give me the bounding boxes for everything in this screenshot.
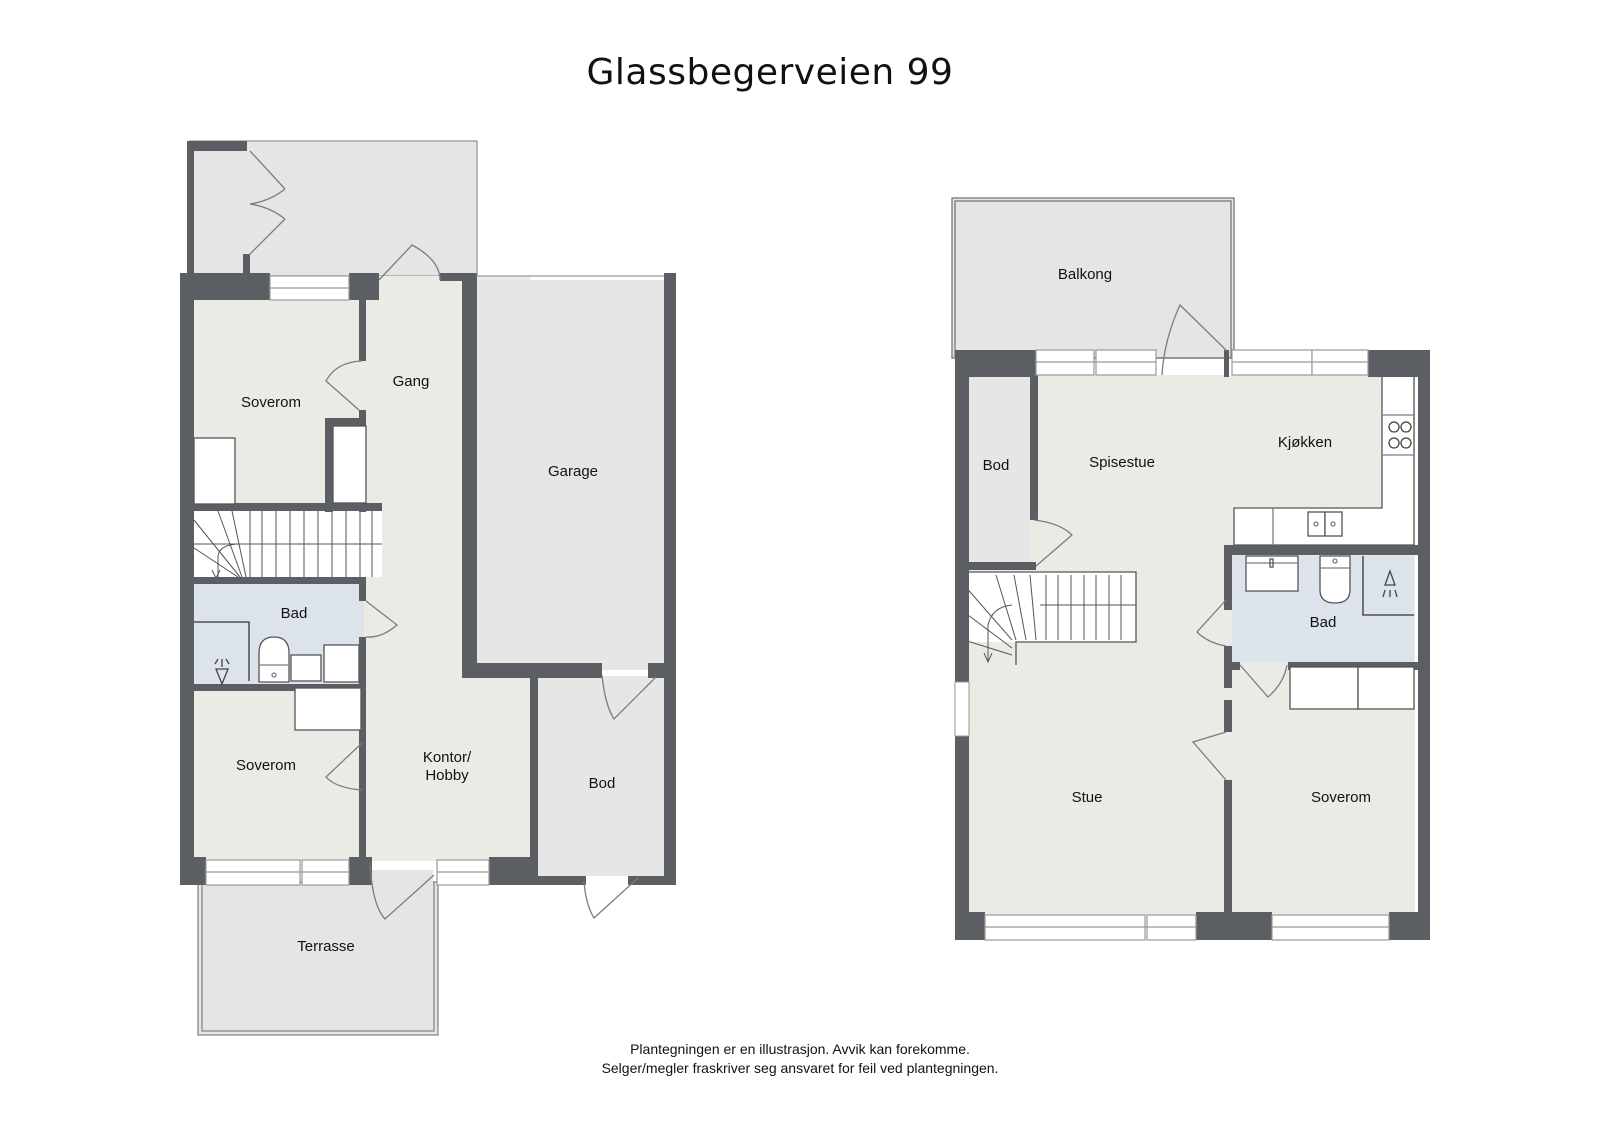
label-terrasse: Terrasse: [297, 938, 355, 955]
room-bod-upper: [964, 375, 1030, 567]
label-gang: Gang: [393, 373, 430, 390]
label-bad-lower: Bad: [281, 605, 308, 622]
upper-floor: [951, 197, 1430, 941]
label-kontor-line1: Kontor/: [423, 749, 472, 766]
room-balkong: [952, 198, 1234, 358]
label-balkong: Balkong: [1058, 266, 1112, 283]
disclaimer-line-1: Plantegningen er en illustrasjon. Avvik …: [630, 1041, 970, 1057]
plan-title: Glassbegerveien 99: [586, 52, 954, 93]
room-terrasse: [198, 882, 438, 1035]
label-spisestue: Spisestue: [1089, 454, 1155, 471]
room-garage: [474, 280, 670, 670]
room-labels: Soverom Gang Garage Bad Soverom Kontor/ …: [236, 266, 1371, 955]
disclaimer: Plantegningen er en illustrasjon. Avvik …: [0, 1040, 1600, 1078]
label-stue: Stue: [1072, 789, 1103, 806]
label-soverom-top: Soverom: [241, 394, 301, 411]
label-soverom-bottom: Soverom: [236, 757, 296, 774]
label-garage: Garage: [548, 463, 598, 480]
entrance-porch: [190, 141, 477, 276]
label-kjokken: Kjøkken: [1278, 434, 1332, 451]
label-bad-upper: Bad: [1310, 614, 1337, 631]
disclaimer-line-2: Selger/megler fraskriver seg ansvaret fo…: [601, 1060, 999, 1076]
lower-floor: [180, 140, 676, 1036]
label-bod-upper: Bod: [983, 457, 1010, 474]
room-bod-lower: [534, 676, 664, 876]
label-soverom-upper: Soverom: [1311, 789, 1371, 806]
label-bod-lower: Bod: [589, 775, 616, 792]
label-kontor-line2: Hobby: [425, 767, 469, 784]
